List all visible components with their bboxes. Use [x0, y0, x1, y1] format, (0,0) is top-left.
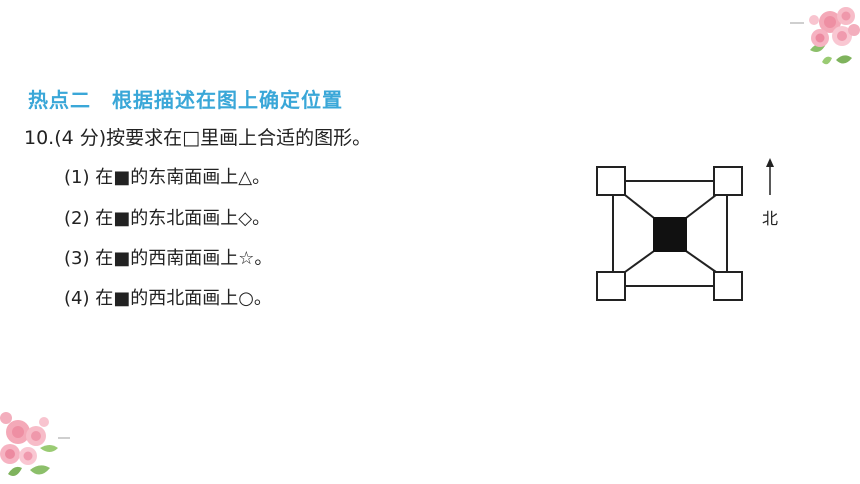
answer-box-southeast[interactable] — [713, 271, 743, 301]
question-item-4: (4) 在■的西北面画上○。 — [64, 288, 272, 309]
flower-bouquet-icon — [0, 412, 58, 476]
answer-box-northeast[interactable] — [713, 166, 743, 196]
connector-nw — [624, 194, 655, 219]
north-label: 北 — [762, 209, 778, 228]
flower-bouquet-icon — [809, 7, 860, 65]
answer-box-northwest[interactable] — [596, 166, 626, 196]
section-title: 热点二 根据描述在图上确定位置 — [28, 88, 343, 112]
connector-ne — [685, 194, 717, 219]
connector-sw — [624, 250, 655, 273]
question-item-3: (3) 在■的西南面画上☆。 — [64, 248, 273, 269]
question-text: 10.(4 分)按要求在□里画上合适的图形。 — [24, 127, 372, 149]
center-square — [653, 217, 687, 252]
connector-se — [685, 250, 717, 273]
diagram-frame — [612, 180, 728, 287]
decor-dash-top-right — [790, 22, 804, 24]
decor-dash-bottom-left — [58, 437, 70, 439]
position-diagram: 北 — [596, 158, 778, 301]
question-item-2: (2) 在■的东北面画上◇。 — [64, 208, 271, 229]
answer-box-southwest[interactable] — [596, 271, 626, 301]
north-arrow-head-icon — [766, 158, 774, 167]
question-item-1: (1) 在■的东南面画上△。 — [64, 167, 271, 188]
